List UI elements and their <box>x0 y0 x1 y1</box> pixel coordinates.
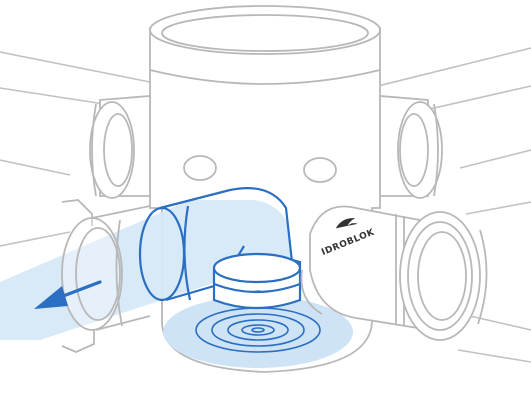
rail-lower-left <box>0 160 70 246</box>
port-back-left <box>90 96 150 198</box>
port-back-right <box>380 96 442 198</box>
boss-left <box>184 156 216 180</box>
boss-right <box>304 158 336 182</box>
body-top-inner <box>162 15 368 51</box>
fitting-outlet-inner <box>418 232 466 320</box>
